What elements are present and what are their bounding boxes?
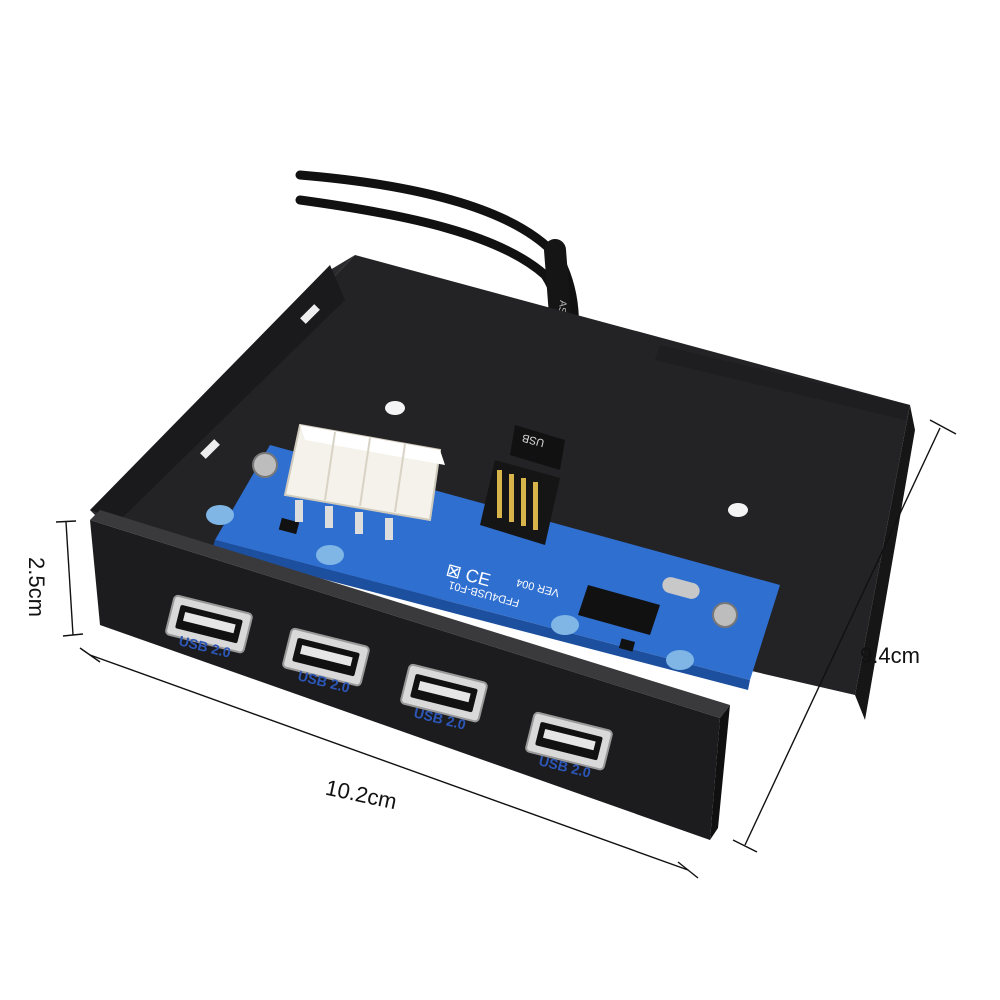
header-label: USB bbox=[521, 431, 546, 448]
usb-pin-header bbox=[480, 425, 565, 545]
usb-ports bbox=[165, 594, 613, 771]
height-dimension-label: 2.5cm bbox=[23, 557, 49, 617]
usb-port[interactable] bbox=[282, 627, 370, 687]
usb-port[interactable] bbox=[165, 594, 253, 654]
usb-port[interactable] bbox=[400, 663, 488, 723]
molex-power-connector bbox=[283, 423, 445, 540]
dimension-lines bbox=[55, 419, 957, 879]
depth-dimension-label: 9.4cm bbox=[860, 643, 920, 668]
usb-port[interactable] bbox=[525, 711, 613, 771]
